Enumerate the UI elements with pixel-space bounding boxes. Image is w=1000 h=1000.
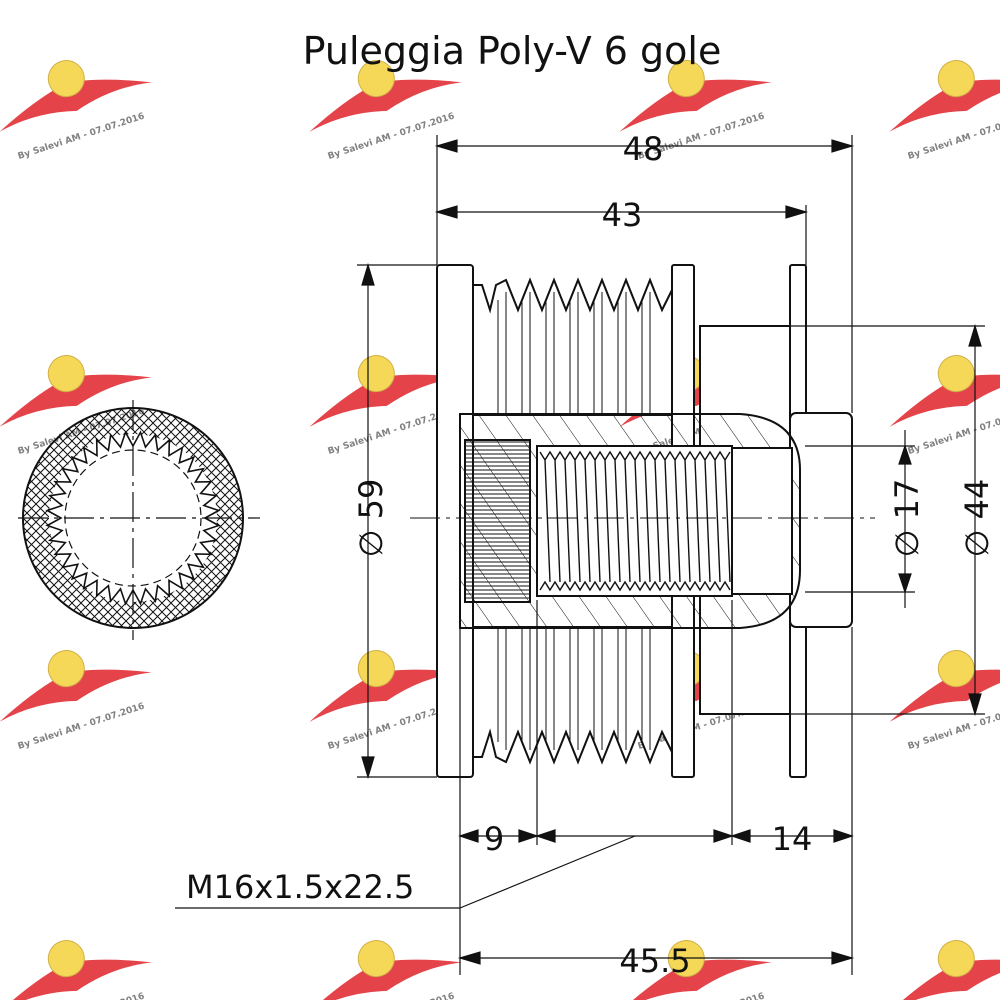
end-view: [18, 400, 260, 640]
dim-bottom-length: 45.5: [619, 942, 690, 980]
watermark-logo: By Salevi AM - 07.07.2016: [0, 650, 152, 752]
watermark-caption: By Salevi AM - 07.07.2016: [907, 112, 1000, 162]
watermark-logo: By Salevi AM - 07.07.2016: [889, 355, 1000, 457]
watermark-caption: By Salevi AM - 07.07.2016: [907, 702, 1000, 752]
dim-spline-depth: 9: [484, 820, 504, 858]
thread-profile: [539, 450, 731, 592]
dim-body-length: 43: [602, 196, 643, 234]
dim-hub-diameter: ∅ 44: [958, 479, 996, 558]
side-view: [436, 264, 853, 778]
watermark-caption: By Salevi AM - 07.07.2016: [17, 702, 146, 752]
watermark-caption: By Salevi AM - 07.07.2016: [907, 407, 1000, 457]
dim-outer-diameter: ∅ 59: [352, 479, 390, 558]
watermark-logo: By Salevi AM - 07.07.2016: [889, 940, 1000, 1000]
dim-overall-length: 48: [623, 130, 664, 168]
watermark-logo: By Salevi AM - 07.07.2016: [0, 940, 152, 1000]
watermark-caption: By Salevi AM - 07.07.2016: [17, 112, 146, 162]
drawing-title: Puleggia Poly-V 6 gole: [303, 29, 722, 73]
dim-hub-length: 14: [772, 820, 813, 858]
spline-teeth: [45, 430, 221, 606]
dimension-lines: [175, 135, 985, 975]
watermark-logo: By Salevi AM - 07.07.2016: [889, 650, 1000, 752]
watermark-logo: By Salevi AM - 07.07.2016: [309, 940, 462, 1000]
watermark-logo: By Salevi AM - 07.07.2016: [889, 60, 1000, 162]
dim-bore-diameter: ∅ 17: [888, 479, 926, 558]
watermark-logo: By Salevi AM - 07.07.2016: [0, 60, 152, 162]
dim-thread: M16x1.5x22.5: [186, 868, 414, 906]
